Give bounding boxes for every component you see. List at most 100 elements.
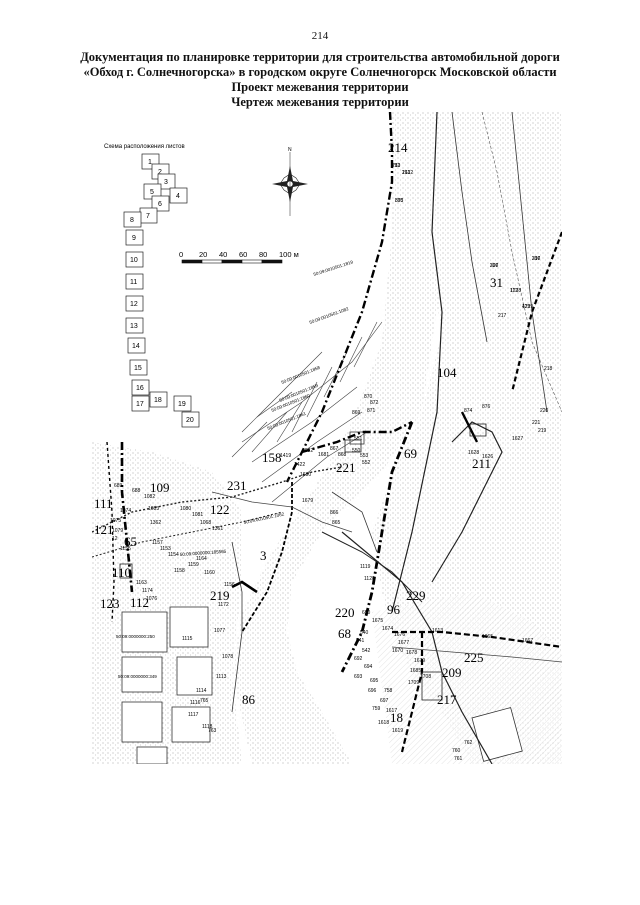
parcel-number: 31 <box>490 275 503 290</box>
compass-north-label: N <box>288 147 292 153</box>
scale-bar-tick: 20 <box>199 250 207 259</box>
parcel-number: 123 <box>100 596 120 611</box>
point-number: 1626 <box>482 454 493 460</box>
point-number: 1670 <box>392 648 403 654</box>
point-number: 1157 <box>152 540 163 546</box>
point-number: 872 <box>370 400 379 406</box>
point-number: 1081 <box>192 512 203 518</box>
schema-sheet-number: 17 <box>136 401 144 408</box>
point-number: 688 <box>132 488 141 494</box>
parcel-number: 18 <box>390 710 403 725</box>
parcel-outline <box>119 563 133 579</box>
point-number: 1676 <box>394 632 405 638</box>
point-number: 694 <box>364 664 373 670</box>
point-number: 1079 <box>112 528 123 534</box>
point-number: 212 <box>392 163 401 169</box>
parcel-outline <box>469 423 487 437</box>
point-number: 1738 <box>510 288 521 294</box>
parcel-number: 109 <box>150 480 170 495</box>
point-number: 1708 <box>420 674 431 680</box>
scale-bar-segment <box>261 259 283 264</box>
title-line-1: Документация по планировке территории дл… <box>80 50 560 64</box>
schema-sheet-box <box>169 187 188 204</box>
point-number: 783 <box>392 163 401 169</box>
schema-sheet-number: 14 <box>132 343 140 350</box>
parcel-plot <box>121 656 163 693</box>
point-number: 1665 <box>482 634 493 640</box>
scale-bar-segment <box>201 259 223 264</box>
point-number: 1680 <box>300 472 311 478</box>
point-number: 690 <box>362 610 371 616</box>
point-number: 219 <box>538 428 547 434</box>
point-number: 553 <box>360 453 369 459</box>
point-number: 1682 <box>302 448 313 454</box>
schema-sheet-box <box>123 211 142 228</box>
schema-sheet-number: 4 <box>176 193 180 200</box>
cadastral-number: 50:09:0000000:349 <box>118 674 157 679</box>
outlined-parcels <box>119 423 487 701</box>
point-number: 1160 <box>204 570 215 576</box>
schema-sheet-box <box>127 337 146 354</box>
point-number: 760 <box>452 748 461 754</box>
cadastral-number: 50:09:0010501:1858 <box>281 365 322 385</box>
schema-sheet-box <box>149 391 168 408</box>
schema-sheet-number: 16 <box>136 385 144 392</box>
point-number: 873 <box>395 198 404 204</box>
cadastral-number: 50:09:0010501:1861 <box>267 411 308 431</box>
parcel-number: 65 <box>124 534 137 549</box>
point-number: 1117 <box>188 712 199 718</box>
parcel-number: 96 <box>387 602 401 617</box>
point-number: 1174 <box>142 588 153 594</box>
point-number-labels: 2122138732272161738173921721887487616271… <box>110 163 553 762</box>
schema-sheet-number: 20 <box>186 417 194 424</box>
schema-sheet-number: 10 <box>130 257 138 264</box>
parcel-number: 112 <box>130 595 149 610</box>
point-number: 1172 <box>218 602 229 608</box>
point-number: 1083 <box>148 506 159 512</box>
point-number: 1678 <box>406 650 417 656</box>
schema-sheet-box <box>131 395 150 412</box>
page-number: 214 <box>311 30 329 42</box>
scale-bar-tick: 40 <box>219 250 227 259</box>
parcel-number: 220 <box>335 605 355 620</box>
point-number: 1674 <box>382 626 393 632</box>
schema-sheet-number: 6 <box>158 201 162 208</box>
point-number: 1113 <box>216 674 227 680</box>
schema-sheet-box <box>131 379 150 396</box>
parcel-number: 68 <box>338 626 351 641</box>
point-number: 763 <box>208 728 217 734</box>
document-title: Документация по планировке территории дл… <box>0 50 640 110</box>
point-number: 1163 <box>136 580 147 586</box>
schema-sheet-number: 8 <box>130 217 134 224</box>
point-number: 1082 <box>144 494 155 500</box>
schema-sheet-box <box>125 273 144 290</box>
parcel-number: 229 <box>406 588 426 603</box>
point-number: 12 <box>112 536 118 542</box>
point-number: 693 <box>354 674 363 680</box>
point-number: 550 <box>352 448 361 454</box>
parcel-number: 121 <box>94 522 114 537</box>
point-number: 695 <box>370 678 379 684</box>
point-number: 397 <box>532 256 541 262</box>
schema-sheet-number: 19 <box>178 401 186 408</box>
point-number: 1419 <box>280 453 291 459</box>
point-number: 1709 <box>408 680 419 686</box>
point-number: 213 <box>402 170 411 176</box>
cadastral-number: 50:09:0000000:250 <box>116 634 155 639</box>
point-number: 1739 <box>522 304 533 310</box>
point-number: 868 <box>338 452 347 458</box>
parcel-number: 225 <box>464 650 484 665</box>
schema-sheet-number: 12 <box>130 301 138 308</box>
point-number: 692 <box>354 656 363 662</box>
schema-sheet-number: 11 <box>130 279 137 286</box>
point-number: 1153 <box>160 546 171 552</box>
point-number: 1361 <box>212 526 223 532</box>
point-number: 216 <box>532 256 541 262</box>
parcel-number: 104 <box>437 365 457 380</box>
parcel-number: 217 <box>437 692 457 707</box>
point-number: 1080 <box>180 506 191 512</box>
parcel-number: 3 <box>260 548 267 563</box>
parcel-boundaries <box>231 321 383 503</box>
